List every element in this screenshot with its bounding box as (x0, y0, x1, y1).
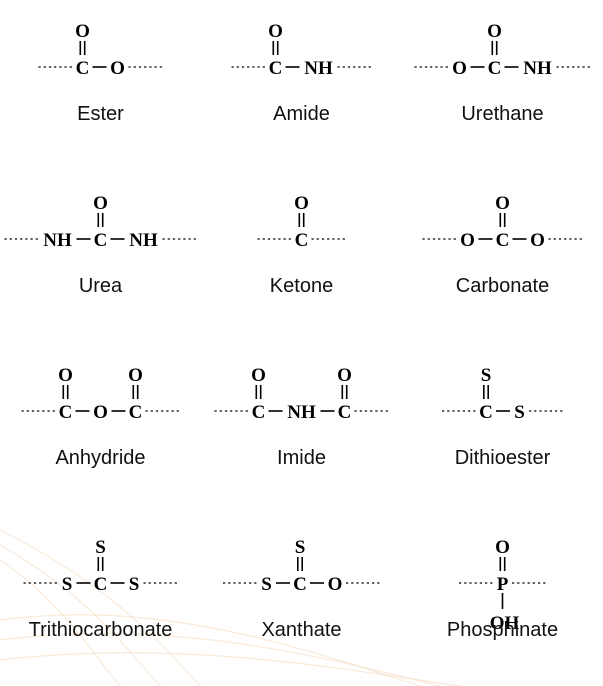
top-atom-label: S (481, 365, 492, 386)
group-name-label: Phosphinate (446, 619, 559, 641)
atom-label: C (94, 574, 108, 595)
structure-urea: NH C NH O (4, 193, 197, 251)
atom-label: S (261, 574, 272, 595)
atom-label: NH (304, 58, 333, 79)
atom-label: NH (523, 58, 552, 79)
atom-label: P (497, 574, 509, 595)
top-atom-label: S (95, 537, 106, 558)
group-name-label: Ketone (269, 275, 334, 297)
atom-label: O (530, 230, 545, 251)
atom-label: C (129, 402, 143, 423)
atom-label: S (514, 402, 525, 423)
atom-label: C (293, 574, 307, 595)
atom-label: C (496, 230, 510, 251)
atom-label: O (328, 574, 343, 595)
top-atom-label: O (251, 365, 266, 386)
structure-phosphinate: PO OH (459, 537, 546, 634)
atom-label: C (59, 402, 73, 423)
atom-label: C (295, 230, 309, 251)
top-atom-label: O (128, 365, 143, 386)
top-atom-label: S (295, 537, 306, 558)
group-name-label: Dithioester (454, 447, 551, 469)
group-name-label: Ester (77, 103, 124, 125)
top-atom-label: O (268, 21, 283, 42)
group-name-label: Imide (277, 447, 326, 469)
bottom-atom-label: OH (490, 613, 520, 634)
atom-label: O (452, 58, 467, 79)
top-atom-label: O (487, 21, 502, 42)
atom-label: NH (287, 402, 316, 423)
group-name-label: Xanthate (261, 619, 342, 641)
group-name-label: Anhydride (55, 447, 146, 469)
atom-label: O (110, 58, 125, 79)
atom-label: S (62, 574, 73, 595)
atom-label: C (76, 58, 90, 79)
atom-label: O (460, 230, 475, 251)
group-name-label: Trithiocarbonate (28, 619, 173, 641)
top-atom-label: O (75, 21, 90, 42)
atom-label: C (338, 402, 352, 423)
group-name-label: Urethane (461, 103, 544, 125)
top-atom-label: O (495, 537, 510, 558)
group-name-label: Carbonate (455, 275, 550, 297)
atom-label: C (252, 402, 266, 423)
structure-ketone: CO (257, 193, 346, 251)
atom-label: C (269, 58, 283, 79)
top-atom-label: O (495, 193, 510, 214)
group-name-label: Amide (273, 103, 330, 125)
atom-label: O (93, 402, 108, 423)
top-atom-label: O (93, 193, 108, 214)
top-atom-label: O (58, 365, 73, 386)
atom-label: NH (129, 230, 158, 251)
atom-label: C (479, 402, 493, 423)
atom-label: C (488, 58, 502, 79)
structure-amide: C NH O (231, 21, 372, 79)
group-name-label: Urea (78, 275, 123, 297)
top-atom-label: O (294, 193, 309, 214)
atom-label: C (94, 230, 108, 251)
atom-label: NH (43, 230, 72, 251)
top-atom-label: O (337, 365, 352, 386)
atom-label: S (129, 574, 140, 595)
